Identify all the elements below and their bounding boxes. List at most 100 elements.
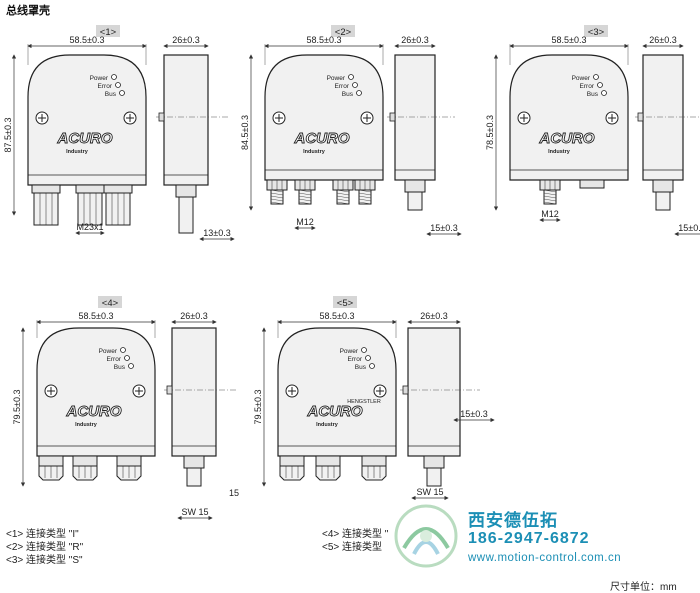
width-dim-5-label: 58.5±0.3: [320, 311, 355, 321]
tag-box-5: [333, 296, 357, 308]
connector-nut: [75, 184, 105, 194]
led-icon-bus: [601, 90, 607, 96]
view-4: <4>PowerErrorBusACUROIndustry58.5±0.379.…: [12, 296, 239, 521]
height-dim-5-label: 79.5±0.3: [253, 390, 263, 425]
offset-dim-1-label: 13±0.3: [203, 228, 230, 238]
tag-label-4: <4>: [102, 298, 119, 309]
led-label-power: Power: [340, 348, 359, 355]
thread-line: [298, 195, 312, 199]
side-connector-thread: [426, 467, 442, 487]
side-connector: [183, 455, 205, 469]
brand-logo: ACURO: [57, 130, 113, 147]
shaft-stub: [637, 112, 644, 122]
thread-line: [358, 201, 372, 205]
brand-sub: Industry: [75, 422, 98, 428]
thread-line: [543, 189, 557, 193]
sw-dim-4-label: SW 15: [181, 507, 208, 517]
led-icon-bus: [128, 363, 134, 369]
thread-line: [336, 201, 350, 205]
depth-dim-4-label: 26±0.3: [180, 311, 207, 321]
side-connector-thread: [407, 191, 423, 211]
shaft-stub: [158, 112, 165, 122]
watermark-company: 西安德伍拓: [468, 511, 558, 530]
thread-line: [270, 192, 284, 196]
led-label-bus: Bus: [105, 91, 117, 98]
sw-dim-5-label: SW 15: [416, 487, 443, 497]
units-note: 尺寸单位：mm: [610, 582, 677, 593]
height-dim-1-label: 87.5±0.3: [3, 118, 13, 153]
led-icon-error: [365, 355, 371, 361]
thread-line: [358, 192, 372, 196]
side-body-1: [163, 54, 209, 186]
connector-dim-3-label: M12: [541, 209, 559, 219]
watermark-url: www.motion-control.com.cn: [468, 552, 622, 564]
tag-label-5: <5>: [337, 298, 354, 309]
led-icon-power: [593, 74, 599, 80]
brand-logo: ACURO: [294, 130, 350, 147]
height-dim-3-label: 78.5±0.3: [485, 115, 495, 150]
led-label-power: Power: [572, 75, 591, 82]
led-label-bus: Bus: [587, 91, 599, 98]
led-label-power: Power: [90, 75, 109, 82]
legend-item-4: <4> 连接类型 ": [322, 529, 389, 540]
side-connector: [175, 184, 197, 198]
offset-dim-5-label: 15±0.3: [460, 409, 487, 419]
tag-box-1: [96, 25, 120, 37]
tag-box-4: [98, 296, 122, 308]
led-label-error: Error: [107, 356, 122, 363]
connector-nut: [103, 184, 133, 194]
brand-sub: Industry: [548, 149, 571, 155]
brand-logo: ACURO: [539, 130, 595, 147]
side-connector-thread: [655, 191, 671, 211]
led-icon-power: [111, 74, 117, 80]
watermark-phone: 186-2947-6872: [468, 530, 590, 547]
side-connector: [652, 179, 674, 193]
brand-sub: Industry: [66, 149, 89, 155]
led-icon-error: [352, 82, 358, 88]
connector-nut: [31, 184, 61, 194]
thread-line: [543, 198, 557, 202]
watermark-logo: [394, 504, 458, 568]
thread-line: [543, 201, 557, 205]
side-body-2: [394, 54, 436, 181]
height-dim-4-label: 79.5±0.3: [12, 390, 22, 425]
brand-sub: Industry: [303, 149, 326, 155]
tag-label-1: <1>: [100, 27, 117, 38]
thread-line: [336, 198, 350, 202]
led-label-error: Error: [98, 83, 113, 90]
led-label-error: Error: [348, 356, 363, 363]
width-dim-3-label: 58.5±0.3: [552, 35, 587, 45]
legend-item-5: <5> 连接类型: [322, 542, 383, 553]
tag-box-3: [584, 25, 608, 37]
front-body-1: [27, 54, 147, 186]
led-label-error: Error: [580, 83, 595, 90]
connector-dim-2-label: M12: [296, 217, 314, 227]
page-title: 总线罩壳: [6, 5, 50, 17]
offset-dim-2-label: 15±0.3: [430, 223, 457, 233]
led-icon-bus: [369, 363, 375, 369]
legend-item-2: <2> 连接类型 "R": [6, 542, 84, 553]
thread-line: [270, 201, 284, 205]
offset-dim-label-4: 15: [229, 488, 239, 498]
tag-box-2: [331, 25, 355, 37]
width-dim-1-label: 58.5±0.3: [70, 35, 105, 45]
side-connector: [423, 455, 445, 469]
legend-item-3: <3> 连接类型 "S": [6, 555, 83, 566]
connector-nut: [361, 455, 387, 467]
side-connector: [404, 179, 426, 193]
thread-line: [543, 192, 557, 196]
side-body-4: [171, 327, 217, 457]
led-label-error: Error: [335, 83, 350, 90]
led-icon-bus: [119, 90, 125, 96]
thread-line: [298, 198, 312, 202]
height-dim-2-label: 84.5±0.3: [240, 115, 250, 150]
thread-line: [336, 195, 350, 199]
thread-line: [336, 192, 350, 196]
depth-dim-1-label: 26±0.3: [172, 35, 199, 45]
thread-line: [358, 198, 372, 202]
connector-nut: [72, 455, 98, 467]
connector-nut: [279, 455, 305, 467]
thread-line: [358, 189, 372, 193]
led-label-bus: Bus: [355, 364, 367, 371]
depth-dim-2-label: 26±0.3: [401, 35, 428, 45]
